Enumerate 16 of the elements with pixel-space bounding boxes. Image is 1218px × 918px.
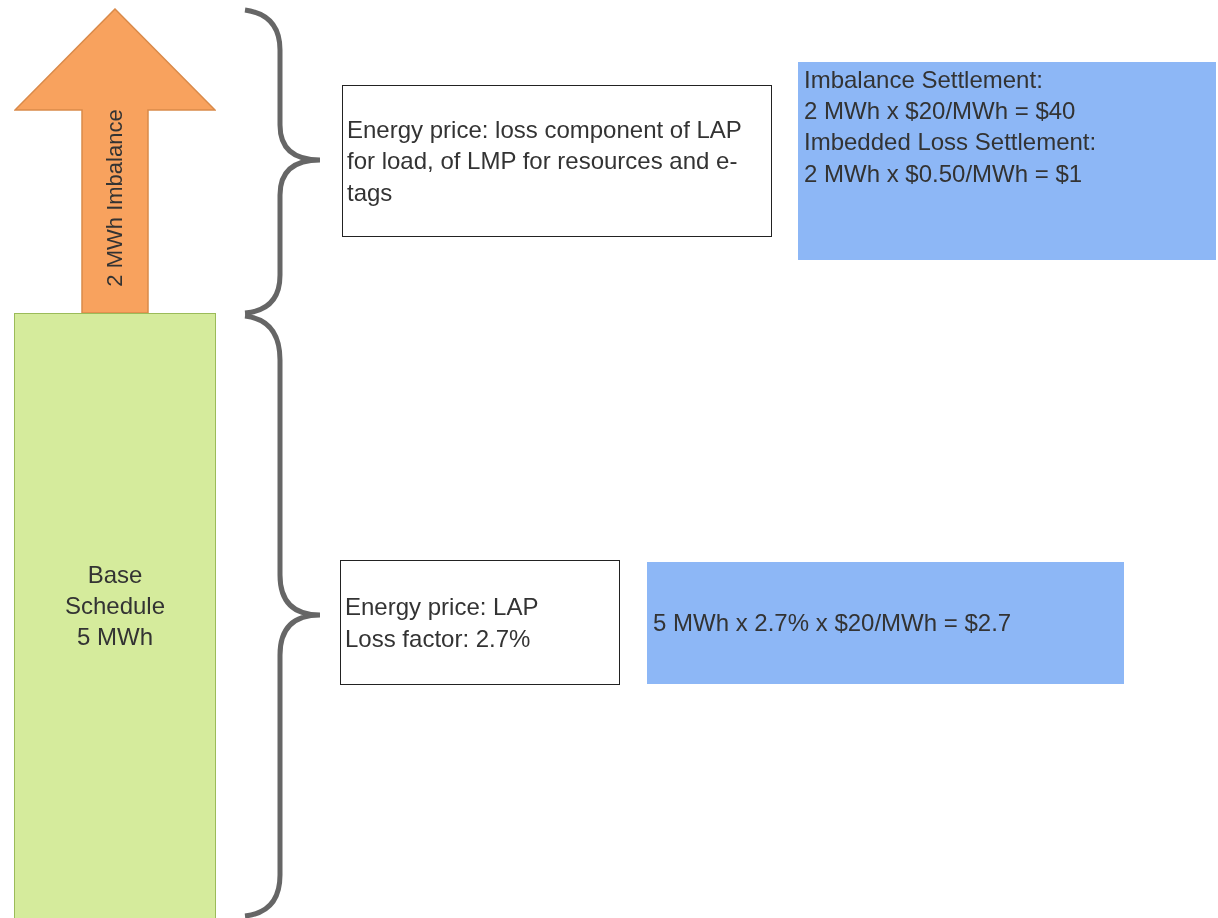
settlement-text: Imbalance Settlement: [804,65,1044,95]
box-text: Loss factor: 2.7% [345,623,532,654]
box-text: Energy price: LAP [345,592,540,623]
box-text: Energy price: loss component of LAP for load, of LMP for resources and e-tags [347,115,743,208]
text-box [342,85,772,237]
settlement-panel [647,562,1124,684]
settlement-text: Imbedded Loss Settlement: [804,127,1098,158]
settlement-panel [798,62,1216,260]
settlement-text: 2 MWh x $20/MWh = $40 [804,96,1077,127]
settlement-text: 5 MWh x 2.7% x $20/MWh = $2.7 [653,608,1013,639]
schedule-bar [14,313,216,918]
arrow-label: 2 MWh Imbalance [100,109,128,287]
text-box [340,560,620,685]
up-arrow [14,8,216,313]
settlement-text: 2 MWh x $0.50/MWh = $1 [804,158,1084,189]
bar-label: Base Schedule 5 MWh [63,560,167,653]
